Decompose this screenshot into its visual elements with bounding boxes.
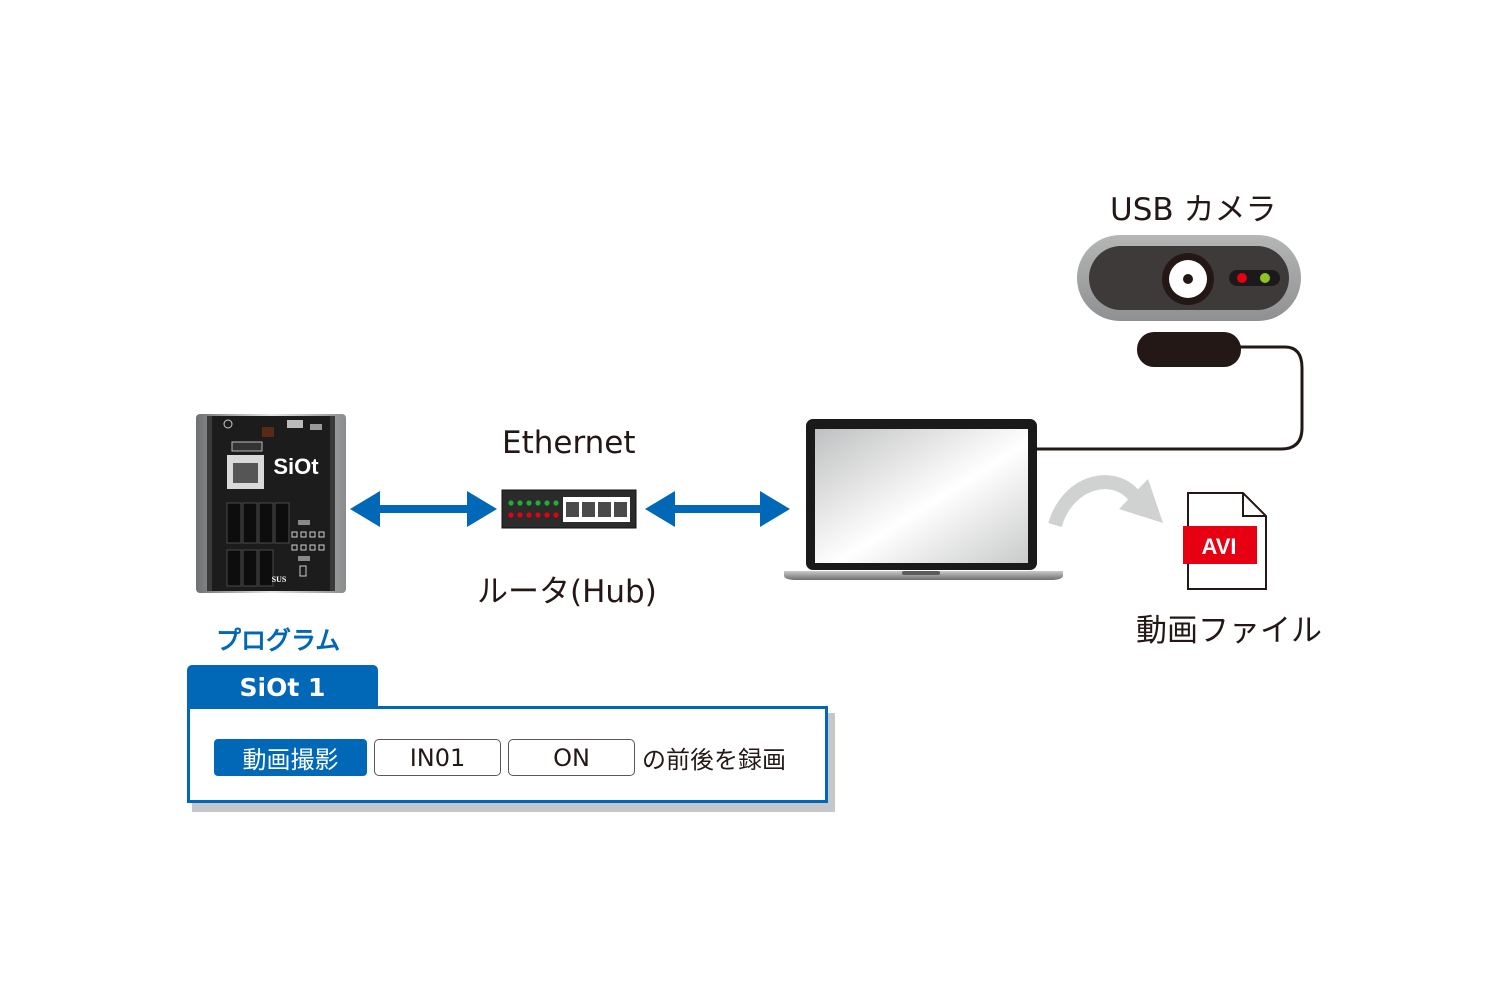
device-brand-text: SiOt — [273, 454, 319, 479]
program-tab-label: SiOt 1 — [239, 672, 326, 702]
program-tab[interactable]: SiOt 1 — [187, 665, 378, 709]
avi-file-icon: AVI — [1183, 492, 1267, 590]
state-field[interactable]: ON — [508, 739, 635, 776]
router-label: ルータ(Hub) — [477, 574, 657, 610]
laptop-icon — [784, 419, 1063, 580]
save-arrow-icon — [1048, 475, 1163, 528]
video-file-label: 動画ファイル — [1136, 613, 1322, 649]
ethernet-label: Ethernet — [502, 425, 636, 461]
program-title: プログラム — [216, 626, 341, 655]
avi-badge-text: AVI — [1201, 534, 1236, 559]
hub-icon — [501, 489, 637, 529]
ethernet-arrow-left — [350, 491, 497, 527]
usb-camera-label: USB カメラ — [1110, 192, 1277, 228]
usb-cable — [1036, 345, 1304, 451]
input-field[interactable]: IN01 — [374, 739, 501, 776]
command-chip[interactable]: 動画撮影 — [214, 739, 367, 776]
siot-device-icon: SiOt SUS — [196, 414, 346, 593]
usb-camera-icon — [1077, 235, 1301, 367]
command-suffix-text: の前後を録画 — [642, 746, 786, 774]
ethernet-arrow-right — [645, 491, 790, 527]
device-maker-text: SUS — [272, 575, 287, 584]
program-panel: 動画撮影 IN01 ON の前後を録画 — [187, 706, 828, 803]
